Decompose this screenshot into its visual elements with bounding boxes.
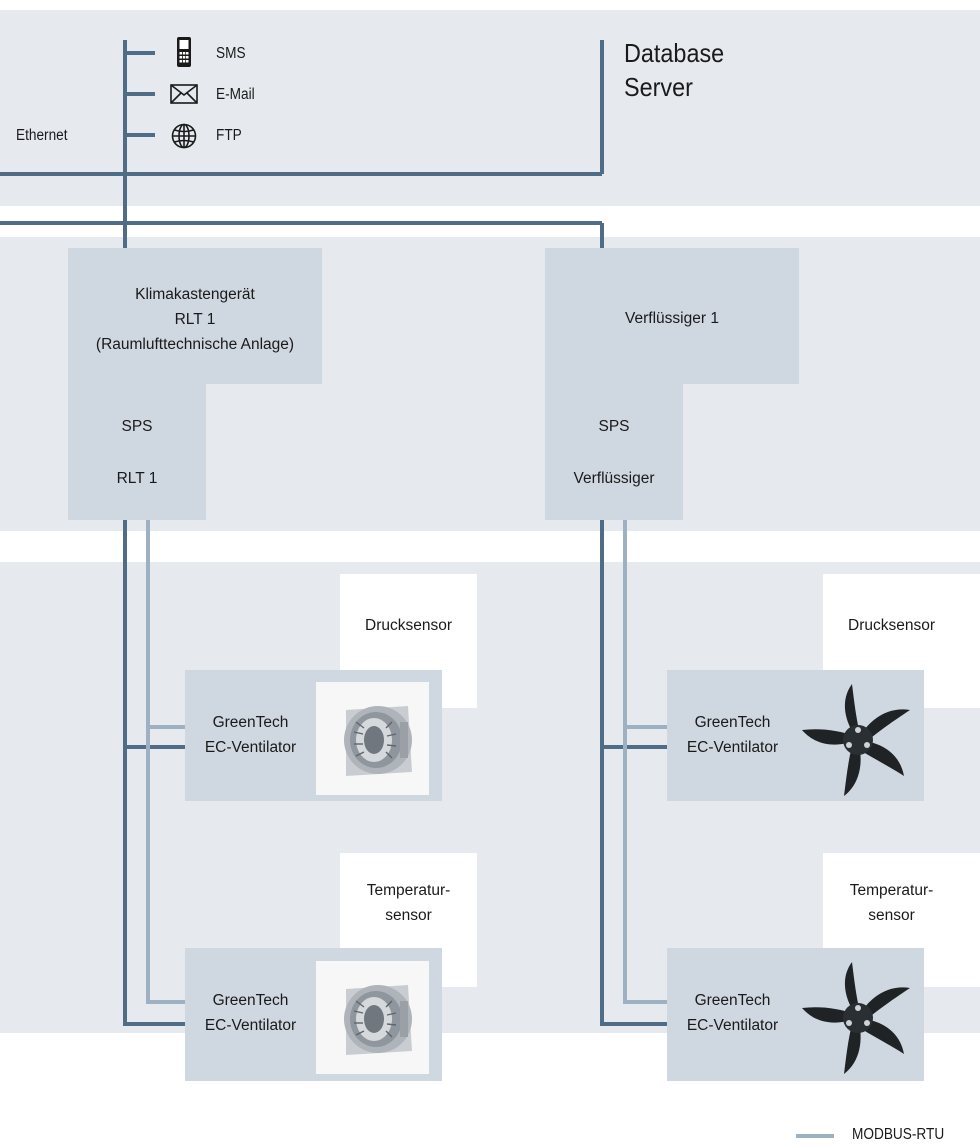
pressure-sensor-label-right: Drucksensor [848, 617, 935, 634]
rlt-sps-line2: RLT 1 [116, 470, 158, 487]
database-server-label: Database Server [624, 36, 724, 104]
fan-label-line1: GreenTech [212, 714, 289, 731]
fan-label-line2: EC-Ventilator [686, 739, 779, 756]
axial-fan-image-2 [800, 962, 920, 1074]
radial-fan-image [316, 682, 429, 795]
rlt-title: Klimakastengerät RLT 1 (Raumlufttechnisc… [68, 282, 322, 357]
rlt-title-line3: (Raumlufttechnische Anlage) [95, 336, 295, 353]
rlt-sps-box [68, 384, 206, 520]
fan-box-right-1 [667, 670, 924, 801]
fan-label-right-2: GreenTech EC-Ventilator [667, 988, 798, 1038]
fan-label-line1: GreenTech [694, 714, 771, 731]
verfluessiger-sps-box [545, 384, 683, 520]
database-label-line2: Server [624, 72, 693, 102]
rlt-unit-box [68, 248, 322, 384]
ftp-label: FTP [216, 127, 242, 144]
rlt-title-line1: Klimakastengerät [135, 286, 255, 303]
rlt-sps-line1: SPS [121, 418, 153, 435]
modbus-legend-label: MODBUS-RTU [852, 1126, 945, 1143]
fan-box-right-2 [667, 948, 924, 1081]
temperature-label-line1: Temperatur- [366, 882, 451, 899]
temperature-sensor-label-left: Temperatur- sensor [340, 878, 477, 928]
verfluessiger-title: Verflüssiger 1 [625, 310, 719, 327]
fan-label-left-1: GreenTech EC-Ventilator [185, 710, 316, 760]
mobile-phone-icon [172, 36, 196, 68]
fan-label-right-1: GreenTech EC-Ventilator [667, 710, 798, 760]
temperature-label-line2-right: sensor [868, 907, 915, 924]
fan-label-left-2: GreenTech EC-Ventilator [185, 988, 316, 1038]
temperature-label-line2: sensor [385, 907, 432, 924]
radial-fan-image-2 [316, 961, 429, 1074]
axial-fan-image [800, 684, 920, 796]
fan-label-line1: GreenTech [212, 992, 289, 1009]
ethernet-label: Ethernet [16, 127, 68, 144]
temperature-label-line1-right: Temperatur- [849, 882, 934, 899]
rlt-sps-label: SPS RLT 1 [68, 414, 206, 491]
ethernet-lines [0, 40, 667, 1026]
fan-label-line2: EC-Ventilator [204, 739, 297, 756]
verfluessiger-unit-box [545, 248, 799, 384]
verfluessiger-sps-line2: Verflüssiger [573, 470, 655, 487]
envelope-icon [170, 84, 198, 104]
verfluessiger-sps-label: SPS Verflüssiger [545, 414, 683, 491]
email-label: E-Mail [216, 86, 255, 103]
verfluessiger-sps-line1: SPS [598, 418, 630, 435]
temperature-sensor-label-right: Temperatur- sensor [823, 878, 960, 928]
globe-icon [171, 123, 197, 149]
pressure-sensor-label-left: Drucksensor [365, 617, 452, 634]
rlt-title-line2: RLT 1 [174, 311, 216, 328]
fan-label-line2: EC-Ventilator [686, 1017, 779, 1034]
database-label-line1: Database [624, 38, 725, 68]
fan-label-line2: EC-Ventilator [204, 1017, 297, 1034]
fan-label-line1: GreenTech [694, 992, 771, 1009]
modbus-lines [146, 520, 834, 1138]
sms-label: SMS [216, 45, 246, 62]
